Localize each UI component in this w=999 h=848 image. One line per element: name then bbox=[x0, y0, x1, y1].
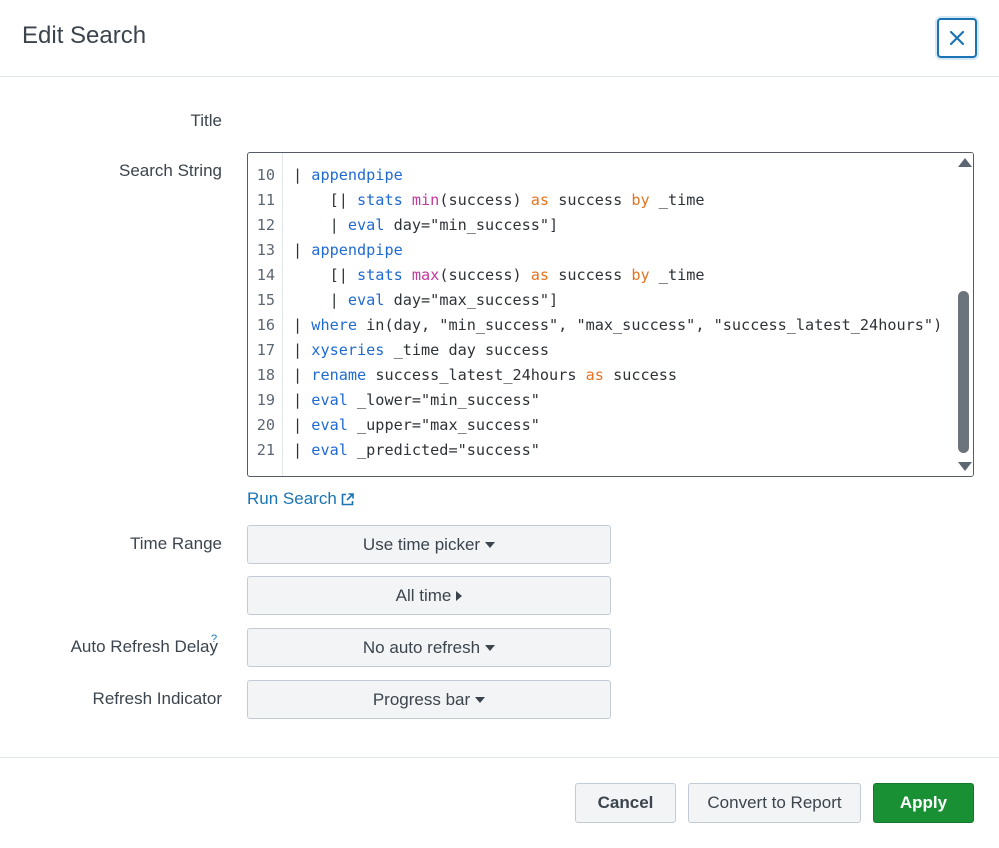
line-number: 12 bbox=[256, 216, 275, 234]
apply-button[interactable]: Apply bbox=[873, 783, 974, 823]
code-text[interactable]: | appendpipe bbox=[293, 241, 403, 259]
line-number: 13 bbox=[256, 241, 275, 259]
time-picker-select[interactable]: Use time picker bbox=[247, 525, 611, 564]
line-number: 10 bbox=[256, 166, 275, 184]
close-icon bbox=[949, 30, 965, 46]
caret-right-icon bbox=[456, 590, 463, 601]
line-number: 14 bbox=[256, 266, 275, 284]
editor-gutter bbox=[248, 153, 283, 476]
code-text[interactable]: | eval day="min_success"] bbox=[293, 216, 559, 234]
code-text[interactable]: | eval _lower="min_success" bbox=[293, 391, 540, 409]
editor-scrollbar[interactable] bbox=[953, 153, 973, 476]
code-text[interactable]: | eval _predicted="success" bbox=[293, 441, 540, 459]
code-text[interactable]: [| stats min(success) as success by _tim… bbox=[293, 191, 705, 209]
code-text[interactable]: | rename success_latest_24hours as succe… bbox=[293, 366, 678, 384]
refresh-indicator-select[interactable]: Progress bar bbox=[247, 680, 611, 719]
line-number: 16 bbox=[256, 316, 275, 334]
auto-refresh-select[interactable]: No auto refresh bbox=[247, 628, 611, 667]
code-line[interactable]: 13 | appendpipe bbox=[248, 238, 953, 263]
search-string-label: Search String bbox=[119, 161, 222, 180]
line-number: 21 bbox=[256, 441, 275, 459]
line-number: 17 bbox=[256, 341, 275, 359]
scroll-up-icon[interactable] bbox=[958, 158, 972, 167]
external-link-icon bbox=[341, 492, 354, 505]
caret-down-icon bbox=[485, 542, 496, 548]
dialog-footer bbox=[0, 757, 999, 848]
all-time-select[interactable]: All time bbox=[247, 576, 611, 615]
code-text[interactable]: | where in(day, "min_success", "max_succ… bbox=[293, 316, 943, 334]
code-line[interactable]: 19 | eval _lower="min_success" bbox=[248, 388, 953, 413]
scrollbar-thumb[interactable] bbox=[958, 291, 969, 453]
auto-refresh-help-icon[interactable]: ? bbox=[211, 633, 218, 645]
dialog-title: Edit Search bbox=[22, 22, 147, 49]
run-search-link[interactable]: Run Search bbox=[247, 489, 354, 509]
line-number: 11 bbox=[256, 191, 275, 209]
code-line[interactable]: 11 [| stats min(success) as success by _… bbox=[248, 188, 953, 213]
code-line[interactable]: 17 | xyseries _time day success bbox=[248, 338, 953, 363]
line-number: 19 bbox=[256, 391, 275, 409]
code-line[interactable]: 10 | appendpipe bbox=[248, 163, 953, 188]
auto-refresh-label: Auto Refresh Delay bbox=[70, 637, 218, 656]
code-line[interactable]: 18 | rename success_latest_24hours as suc… bbox=[248, 363, 953, 388]
code-text[interactable]: | xyseries _time day success bbox=[293, 341, 550, 359]
caret-down-icon bbox=[485, 645, 496, 651]
editor-code[interactable]: 10 | appendpipe 11 [| stats min(success) a… bbox=[248, 163, 953, 463]
code-text[interactable]: [| stats max(success) as success by _tim… bbox=[293, 266, 705, 284]
code-text[interactable]: | eval _upper="max_success" bbox=[293, 416, 540, 434]
line-number: 18 bbox=[256, 366, 275, 384]
code-text[interactable]: | eval day="max_success"] bbox=[293, 291, 559, 309]
search-string-editor[interactable]: 10 | appendpipe 11 [| stats min(success) a… bbox=[247, 152, 974, 477]
line-number: 20 bbox=[256, 416, 275, 434]
title-label: Title bbox=[190, 111, 223, 130]
time-range-label: Time Range bbox=[130, 534, 222, 553]
dialog-header: Edit Search bbox=[0, 0, 999, 77]
run-search-label: Run Search bbox=[247, 489, 337, 508]
cancel-button[interactable]: Cancel bbox=[575, 783, 676, 823]
convert-to-report-button[interactable]: Convert to Report bbox=[688, 783, 861, 823]
caret-down-icon bbox=[475, 697, 486, 703]
code-line[interactable]: 15 | eval day="max_success"] bbox=[248, 288, 953, 313]
scroll-down-icon[interactable] bbox=[958, 462, 972, 471]
code-line[interactable]: 16 | where in(day, "min_success", "max_su… bbox=[248, 313, 953, 338]
line-number: 15 bbox=[256, 291, 275, 309]
refresh-indicator-label: Refresh Indicator bbox=[92, 689, 222, 708]
code-text[interactable]: | appendpipe bbox=[293, 166, 403, 184]
close-button[interactable] bbox=[937, 18, 977, 58]
code-line[interactable]: 14 [| stats max(success) as success by _… bbox=[248, 263, 953, 288]
code-line[interactable]: 12 | eval day="min_success"] bbox=[248, 213, 953, 238]
code-line[interactable]: 20 | eval _upper="max_success" bbox=[248, 413, 953, 438]
code-line[interactable]: 21 | eval _predicted="success" bbox=[248, 438, 953, 463]
